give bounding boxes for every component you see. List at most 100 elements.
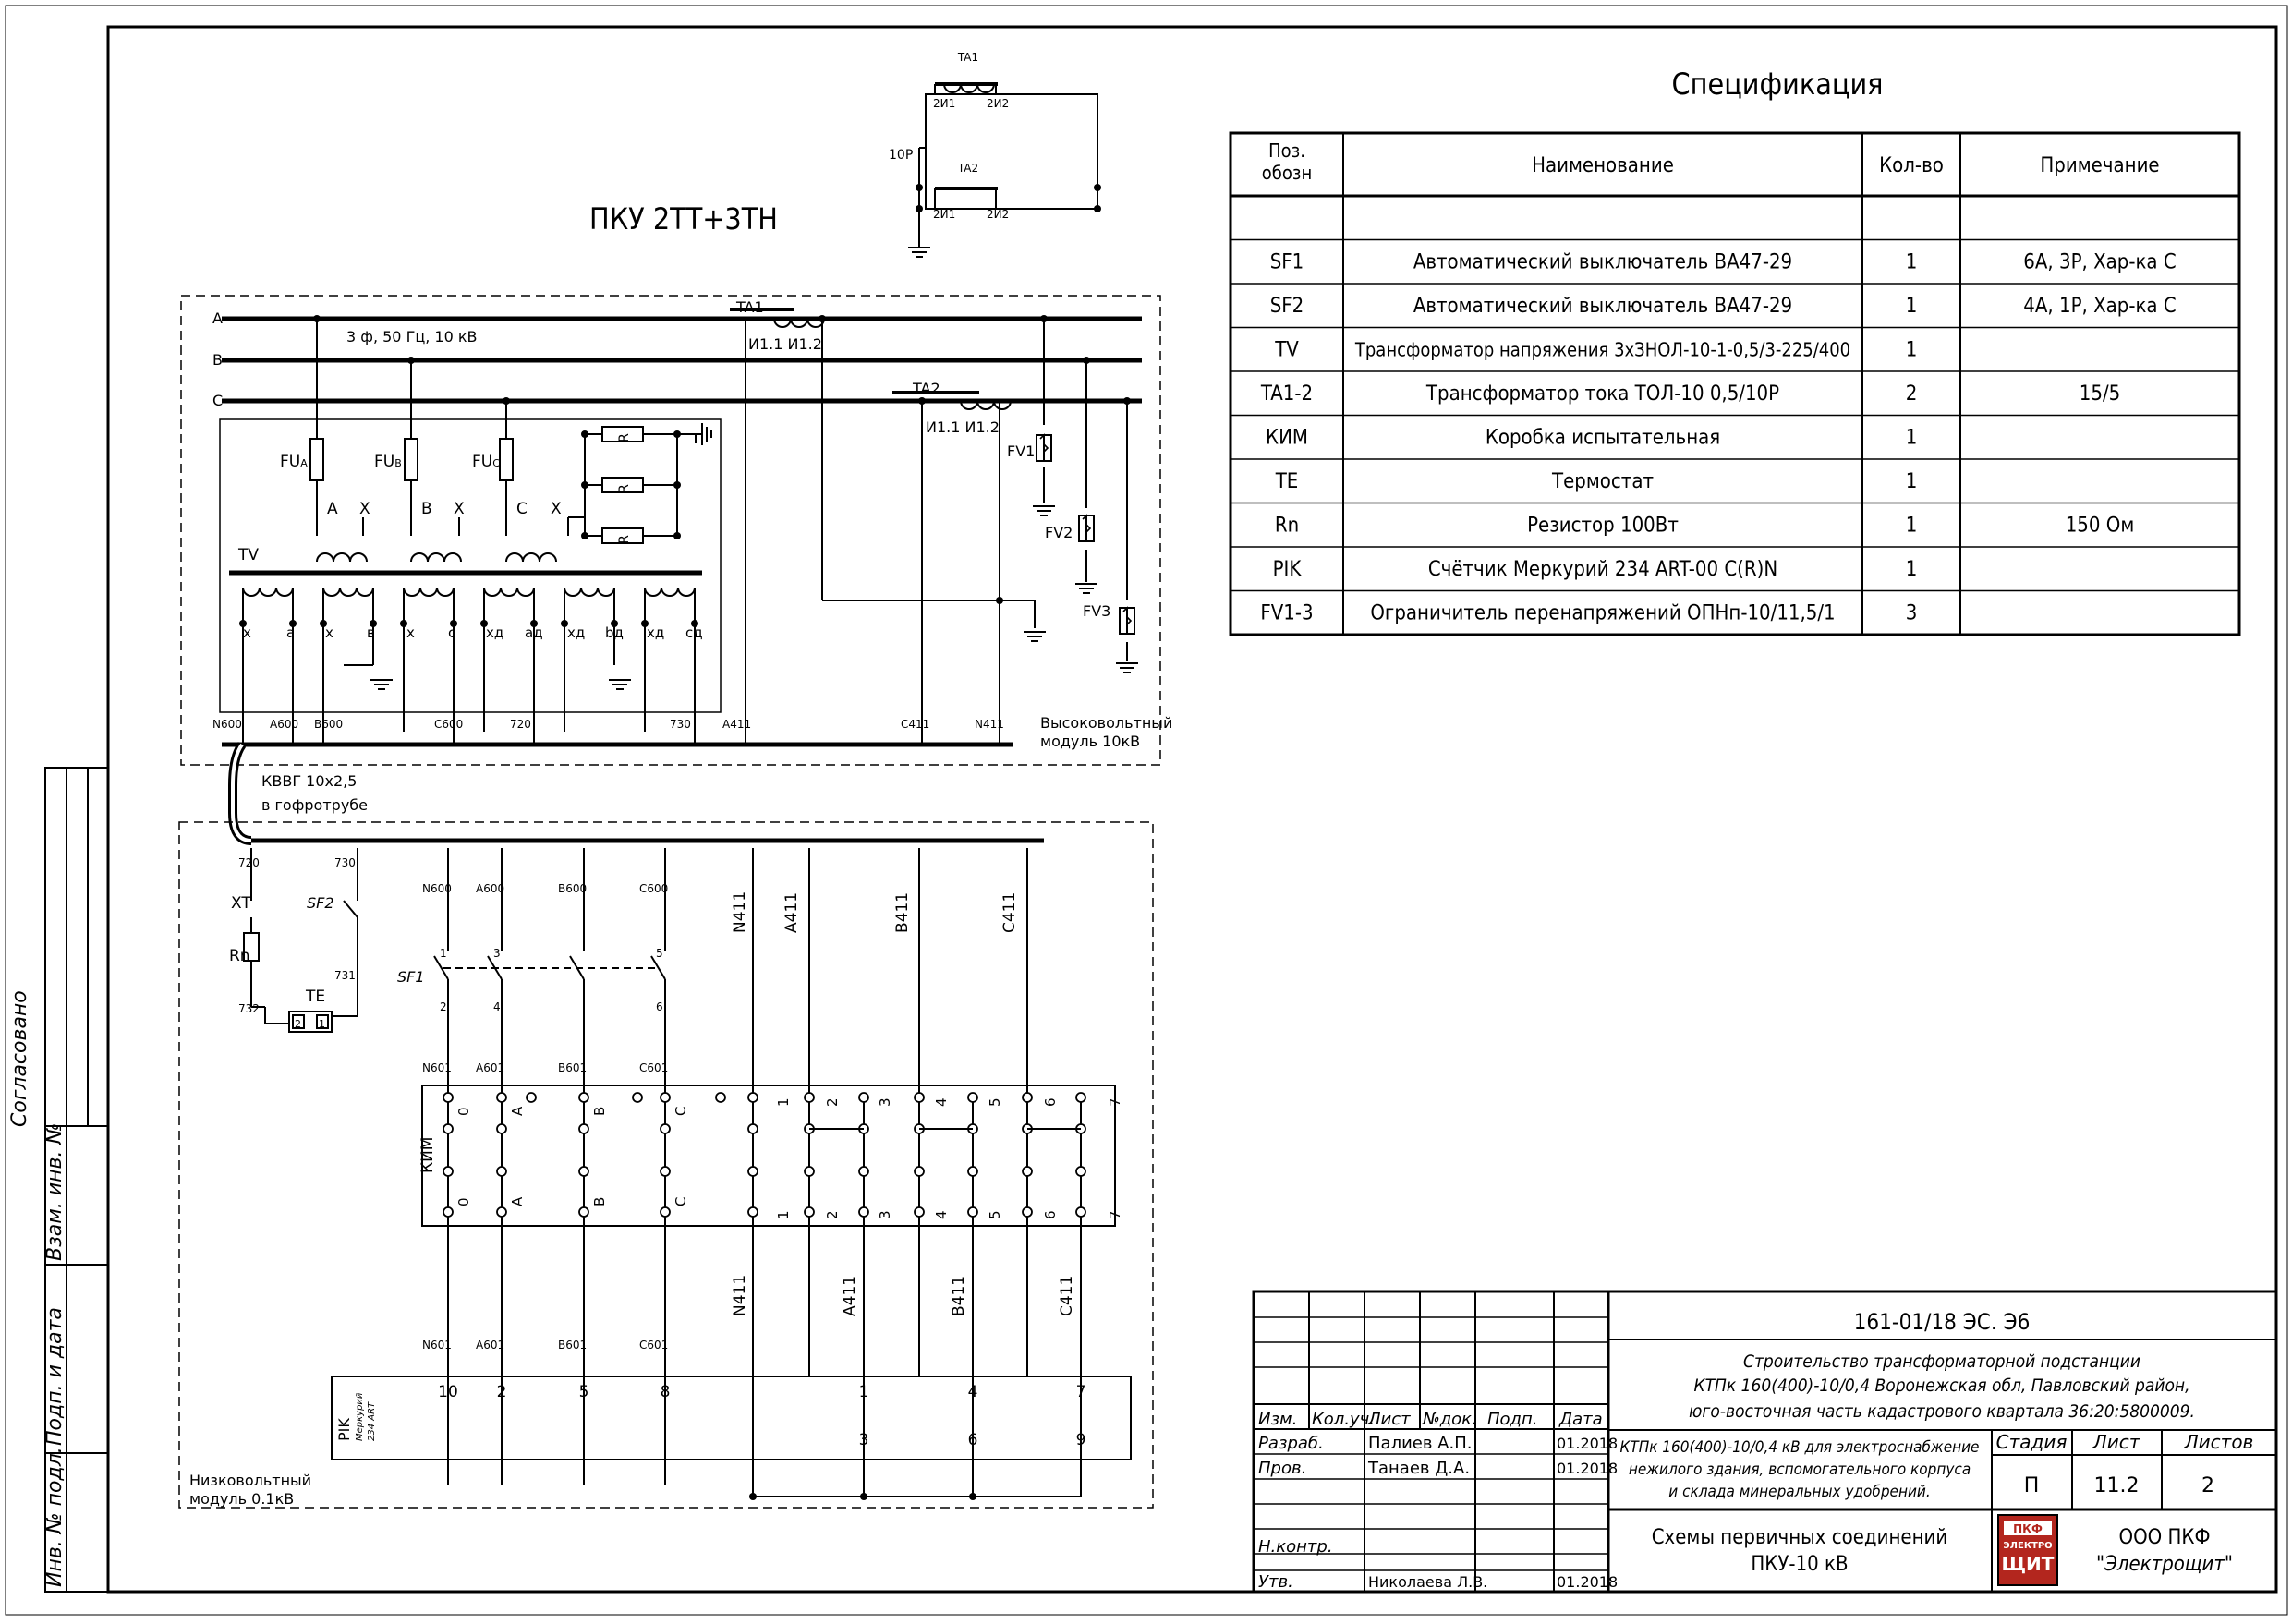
stamp-sign-date: Подп. и дата [43,1307,67,1446]
svg-text:с: с [448,624,455,641]
svg-text:1: 1 [440,947,447,960]
meter-model-1: Меркурий [355,1392,365,1441]
spec-cell: FV1-3 [1260,602,1313,625]
resistor-r1: R [617,433,632,442]
tb-company-1: ООО ПКФ [2119,1526,2211,1549]
svg-text:B600: B600 [558,882,587,895]
svg-text:N411: N411 [975,718,1004,731]
lv-sf2: SF2 [307,894,334,912]
drawing-title: ПКУ 2ТТ+3ТН [589,201,778,236]
spec-cell: PIK [1273,558,1303,581]
svg-text:x: x [406,624,415,641]
spec-cell: Ограничитель перенапряжений ОПНп-10/11,5… [1370,602,1835,625]
spec-cell: Трансформатор напряжения 3хЗНОЛ-10-1-0,5… [1354,339,1850,361]
kim-label: КИМ [418,1137,437,1173]
meter-pik: PIK [335,1418,353,1441]
tb-drawing-name-1: Схемы первичных соединений [1652,1526,1948,1549]
hv-module-line2: модуль 10кВ [1040,733,1140,750]
svg-text:10: 10 [438,1383,458,1401]
spec-cell: 4А, 1Р, Хар-ка С [2023,295,2176,318]
svg-text:A600: A600 [476,882,504,895]
tb-razrab-date: 01.2018 [1557,1435,1618,1452]
svg-text:2: 2 [497,1383,507,1401]
svg-text:ПКФ: ПКФ [2013,1522,2043,1535]
spec-row: TV Трансформатор напряжения 3хЗНОЛ-10-1-0… [1274,339,1917,362]
phase-b: B [212,351,223,369]
svg-text:3: 3 [493,947,501,960]
svg-text:0: 0 [455,1197,472,1206]
spec-header-cell: Наименование [1532,154,1674,177]
svg-text:xд: xд [647,624,664,641]
spec-cell: TV [1274,339,1299,362]
ax-x2: X [454,500,465,518]
spec-cell: Термостат [1551,470,1654,493]
fu-b: FUB [374,453,402,471]
svg-text:7: 7 [1107,1210,1123,1219]
tb-project-3: юго-восточная часть кадастрового квартал… [1689,1401,2195,1422]
svg-text:1: 1 [859,1383,869,1401]
kim-contacts [443,1092,1086,1218]
lv-rn: Rn [229,947,250,965]
tt-ta2: TA2 [957,162,978,175]
svg-text:720: 720 [510,718,531,731]
svg-text:4: 4 [968,1383,978,1401]
svg-text:5: 5 [579,1383,589,1401]
svg-text:2: 2 [824,1097,841,1107]
spec-cell: 1 [1906,251,1918,274]
svg-text:4: 4 [493,1000,501,1013]
phase-a: A [212,309,223,327]
spec-cell: 1 [1906,558,1918,581]
svg-text:xд: xд [567,624,585,641]
lv-vertical-wires: N411 A411 B411 C411 [731,891,1019,933]
svg-text:5: 5 [987,1210,1003,1219]
svg-text:3: 3 [877,1210,893,1219]
svg-text:4: 4 [933,1097,950,1107]
svg-text:C600: C600 [639,882,668,895]
tb-object-3: и склада минеральных удобрений. [1668,1483,1930,1501]
spec-cell: Резистор 100Вт [1527,515,1679,538]
ax-a: A [327,500,338,518]
supply-label: 3 ф, 50 Гц, 10 кВ [346,328,477,345]
tt-tag: 10Р [889,148,913,163]
svg-text:Подп.: Подп. [1487,1410,1537,1429]
ax-b: B [421,500,432,518]
fv1-label: FV1 [1007,442,1035,460]
svg-text:N411: N411 [731,891,749,933]
svg-text:B411: B411 [893,892,912,933]
tb-stage: П [2024,1474,2040,1497]
company-logo: ПКФ ЭЛЕКТРО ЩИТ [1997,1514,2058,1586]
svg-text:A601: A601 [476,1061,504,1074]
fu-a: FUA [280,453,308,471]
svg-text:C: C [673,1107,689,1116]
tb-prov-date: 01.2018 [1557,1460,1618,1477]
svg-text:B: B [591,1107,608,1116]
svg-text:6: 6 [656,1000,663,1013]
svg-text:5: 5 [987,1097,1003,1107]
ta2-label: TA2 [912,380,940,397]
spec-cell: Автоматический выключатель ВА47-29 [1413,251,1792,274]
svg-text:в: в [367,624,375,641]
tb-company-2: "Электрощит" [2096,1553,2233,1576]
tt-ta1: TA1 [957,51,978,64]
svg-text:a: a [286,624,295,641]
svg-text:B: B [591,1197,608,1206]
svg-text:A: A [509,1106,526,1116]
svg-text:B600: B600 [314,718,343,731]
hv-module [180,295,1161,845]
svg-text:x: x [325,624,333,641]
svg-text:№док.: №док. [1422,1410,1477,1429]
tt-t4: 2И2 [987,208,1009,221]
svg-text:N601: N601 [422,1339,452,1351]
stamp-orig-inv: Инв. № подл. [43,1447,67,1587]
svg-text:A600: A600 [270,718,298,731]
